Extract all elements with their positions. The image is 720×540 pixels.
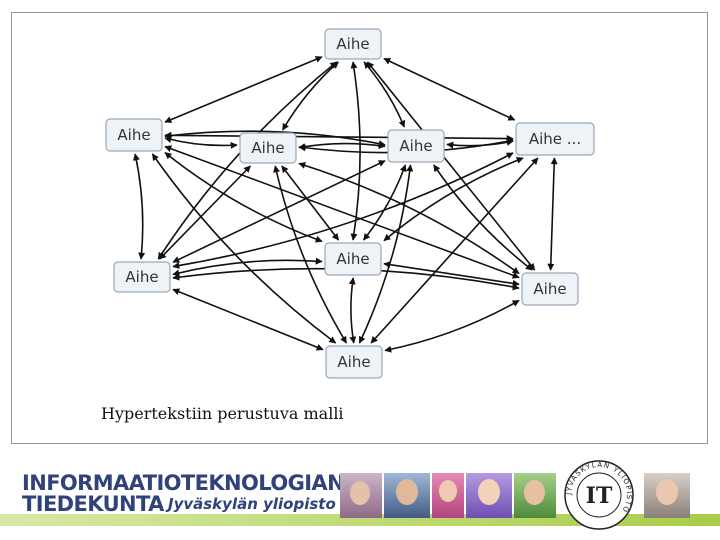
seal-monogram: IT [586, 483, 613, 509]
edge-upper-right-lower-right [547, 157, 558, 271]
topic-node-top[interactable]: Aihe [324, 28, 382, 60]
topic-node-inner-right[interactable]: Aihe [387, 129, 445, 163]
edge-upper-left-bottom [151, 153, 337, 344]
edge-top-upper-left [164, 56, 323, 123]
edge-upper-left-upper-right [164, 131, 514, 143]
photo-strip [340, 473, 690, 518]
edge-top-lower-right [366, 61, 536, 271]
photo-1 [340, 473, 382, 518]
topic-node-box [515, 122, 595, 156]
edge-layer [133, 56, 558, 353]
topic-node-label: Aihe [251, 139, 284, 157]
edge-lower-left-bottom [172, 288, 324, 351]
topic-node-box [105, 118, 163, 152]
edge-upper-left-lower-left [133, 153, 146, 260]
edge-lower-right-bottom [384, 299, 520, 353]
university-name: Jyväskylän yliopisto [168, 495, 336, 513]
topic-node-box [113, 261, 171, 293]
topic-node-label: Aihe [399, 137, 432, 155]
topic-node-upper-right[interactable]: Aihe ... [515, 122, 595, 156]
topic-node-bottom[interactable]: Aihe [325, 345, 383, 379]
topic-node-box [325, 345, 383, 379]
topic-node-box [521, 272, 579, 306]
it-seal-logo: JYVÄSKYLÄN YLIOPISTO IT [564, 460, 634, 530]
topic-node-inner-left[interactable]: Aihe [239, 132, 297, 164]
edge-center-lower-left [172, 257, 323, 277]
photo-5 [514, 473, 556, 518]
topic-node-label: Aihe [337, 353, 370, 371]
topic-node-label: Aihe [533, 280, 566, 298]
edge-top-inner-right [363, 61, 406, 128]
edge-top-center [350, 61, 361, 241]
edge-center-lower-right [383, 261, 520, 287]
diagram-caption: Hypertekstiin perustuva malli [101, 404, 344, 423]
topic-node-label: Aihe [336, 35, 369, 53]
topic-node-box [324, 28, 382, 60]
photo-2 [384, 473, 430, 518]
topic-node-lower-right[interactable]: Aihe [521, 272, 579, 306]
topic-node-label: Aihe ... [529, 130, 581, 148]
topic-node-lower-left[interactable]: Aihe [113, 261, 171, 293]
topic-node-label: Aihe [125, 268, 158, 286]
topic-node-box [239, 132, 297, 164]
photo-4 [466, 473, 512, 518]
photo-3 [432, 473, 464, 518]
photo-6 [644, 473, 690, 518]
faculty-name-line1: INFORMAATIOTEKNOLOGIAN [22, 471, 345, 495]
edge-top-inner-left [282, 61, 339, 131]
edge-center-bottom [348, 277, 357, 344]
edge-inner-left-lower-left [159, 165, 251, 260]
topic-node-box [324, 242, 382, 276]
topic-node-label: Aihe [336, 250, 369, 268]
topic-node-center[interactable]: Aihe [324, 242, 382, 276]
topic-node-label: Aihe [117, 126, 150, 144]
edge-inner-left-inner-right [298, 142, 386, 150]
edge-top-upper-right [383, 57, 516, 121]
topic-node-upper-left[interactable]: Aihe [105, 118, 163, 152]
edge-upper-left-inner-left [164, 136, 238, 149]
topic-node-box [387, 129, 445, 163]
faculty-name-line2: TIEDEKUNTA [22, 492, 164, 516]
